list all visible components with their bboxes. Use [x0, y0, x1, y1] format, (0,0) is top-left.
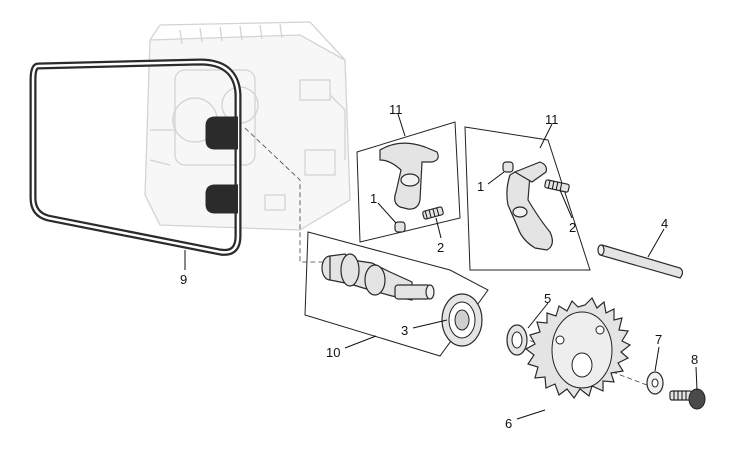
callout-3: 3: [401, 323, 408, 338]
callout-1-left: 1: [370, 191, 377, 206]
sprocket-bolt: [669, 388, 706, 410]
callout-10: 10: [326, 345, 340, 360]
callout-2-right: 2: [569, 220, 576, 235]
callout-9: 9: [180, 272, 187, 287]
camshaft: [321, 253, 435, 301]
spacer-ring: [506, 324, 528, 356]
callout-7: 7: [655, 332, 662, 347]
callout-6: 6: [505, 416, 512, 431]
ball-bearing: [441, 293, 483, 347]
callout-4: 4: [661, 216, 668, 231]
callout-1-right: 1: [477, 179, 484, 194]
callout-11-left: 11: [389, 102, 403, 117]
head-cover-gasket: [29, 58, 242, 256]
cylinder-head-ghost: [144, 21, 351, 231]
callout-11-right: 11: [545, 112, 559, 127]
camshaft-panel: [304, 231, 489, 357]
callout-5: 5: [544, 291, 551, 306]
assembly-line-camshaft: [244, 127, 325, 263]
rocker-pin: [597, 244, 684, 279]
leader-lines: [184, 113, 698, 420]
rocker-panel-right: [464, 126, 591, 271]
timing-sprocket: [524, 296, 632, 400]
rocker-panel-left: [356, 121, 461, 243]
callout-8: 8: [691, 352, 698, 367]
washer: [646, 371, 664, 395]
callout-2-left: 2: [437, 240, 444, 255]
